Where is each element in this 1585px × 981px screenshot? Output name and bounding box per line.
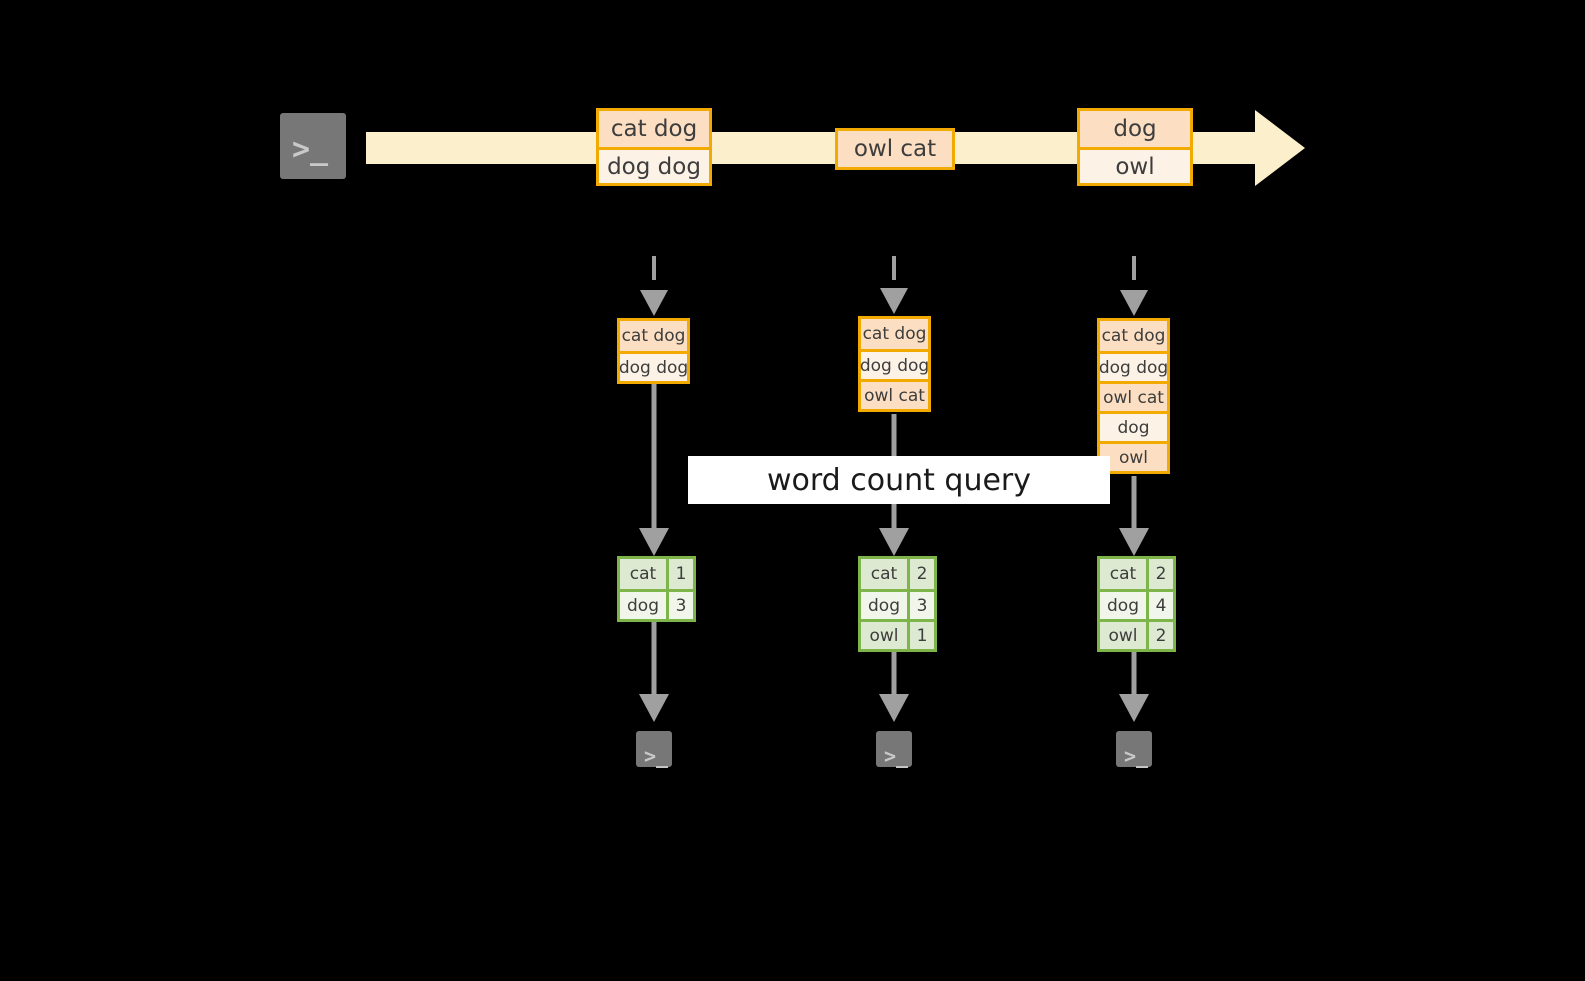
input-table-row: cat dog xyxy=(861,319,928,349)
input-table-row: cat dog xyxy=(1100,321,1167,351)
result-count: 1 xyxy=(907,622,934,649)
input-table-row: cat dog xyxy=(620,321,687,351)
result-count: 2 xyxy=(1146,559,1173,589)
terminal-prompt-glyph: >_ xyxy=(884,744,909,768)
input-table-row: dog xyxy=(1100,411,1167,441)
sink-terminal-icon-1: >_ xyxy=(627,722,681,776)
result-table-3: cat 2 dog 4 owl 2 xyxy=(1097,556,1176,652)
sink-arrow-head-3 xyxy=(1119,694,1149,722)
stream-record-group-3: dog owl xyxy=(1077,108,1193,186)
table-row: cat 1 xyxy=(620,559,693,589)
query-arrow-head-1 xyxy=(639,528,669,556)
input-table-2: cat dog dog dog owl cat xyxy=(858,316,931,412)
result-count: 3 xyxy=(666,592,693,619)
sink-terminal-icon-2: >_ xyxy=(867,722,921,776)
terminal-face xyxy=(1116,731,1152,767)
stream-record-line: owl xyxy=(1080,147,1190,183)
table-row: cat 2 xyxy=(1100,559,1173,589)
result-count: 1 xyxy=(666,559,693,589)
trigger-arrow-head-3 xyxy=(1120,290,1148,316)
input-table-row: owl xyxy=(1100,441,1167,471)
result-word: dog xyxy=(861,592,907,619)
stream-record-line: dog xyxy=(1080,111,1190,147)
table-row: owl 2 xyxy=(1100,619,1173,649)
input-table-row: dog dog xyxy=(619,351,688,381)
table-row: cat 2 xyxy=(861,559,934,589)
trigger-arrow-head-1 xyxy=(640,290,668,316)
table-row: dog 3 xyxy=(620,589,693,619)
input-table-row: dog dog xyxy=(1099,351,1168,381)
terminal-prompt-glyph: >_ xyxy=(1124,744,1149,768)
input-table-row: owl cat xyxy=(1100,381,1167,411)
sink-arrow-head-2 xyxy=(879,694,909,722)
terminal-face xyxy=(636,731,672,767)
stream-record-line: cat dog xyxy=(599,111,709,147)
result-count: 2 xyxy=(907,559,934,589)
result-word: owl xyxy=(861,622,907,649)
result-count: 3 xyxy=(907,592,934,619)
sink-terminal-icon-3: >_ xyxy=(1107,722,1161,776)
stream-record-group-1: cat dog dog dog xyxy=(596,108,712,186)
result-count: 4 xyxy=(1146,592,1173,619)
stream-record-line: dog dog xyxy=(599,147,709,183)
input-table-1: cat dog dog dog xyxy=(617,318,690,384)
query-banner: word count query xyxy=(688,456,1110,504)
input-table-row: dog dog xyxy=(860,349,929,379)
stream-record-group-2: owl cat xyxy=(835,128,955,170)
result-table-1: cat 1 dog 3 xyxy=(617,556,696,622)
query-arrow-head-2 xyxy=(879,528,909,556)
table-row: owl 1 xyxy=(861,619,934,649)
query-banner-label: word count query xyxy=(766,462,1032,498)
result-word: dog xyxy=(620,592,666,619)
sink-arrow-head-1 xyxy=(639,694,669,722)
result-table-2: cat 2 dog 3 owl 1 xyxy=(858,556,937,652)
result-word: cat xyxy=(620,559,666,589)
result-count: 2 xyxy=(1146,622,1173,649)
terminal-prompt-glyph: >_ xyxy=(644,744,669,768)
result-word: cat xyxy=(861,559,907,589)
query-arrow-head-3 xyxy=(1119,528,1149,556)
result-word: owl xyxy=(1100,622,1146,649)
stream-record-line: owl cat xyxy=(838,131,952,167)
trigger-arrow-head-2 xyxy=(880,288,908,314)
input-table-3: cat dog dog dog owl cat dog owl xyxy=(1097,318,1170,474)
terminal-prompt-glyph: >_ xyxy=(292,132,329,167)
terminal-face xyxy=(280,113,346,179)
table-row: dog 3 xyxy=(861,589,934,619)
table-row: dog 4 xyxy=(1100,589,1173,619)
result-word: cat xyxy=(1100,559,1146,589)
result-word: dog xyxy=(1100,592,1146,619)
terminal-face xyxy=(876,731,912,767)
input-table-row: owl cat xyxy=(861,379,928,409)
source-terminal-icon: >_ xyxy=(271,104,355,188)
